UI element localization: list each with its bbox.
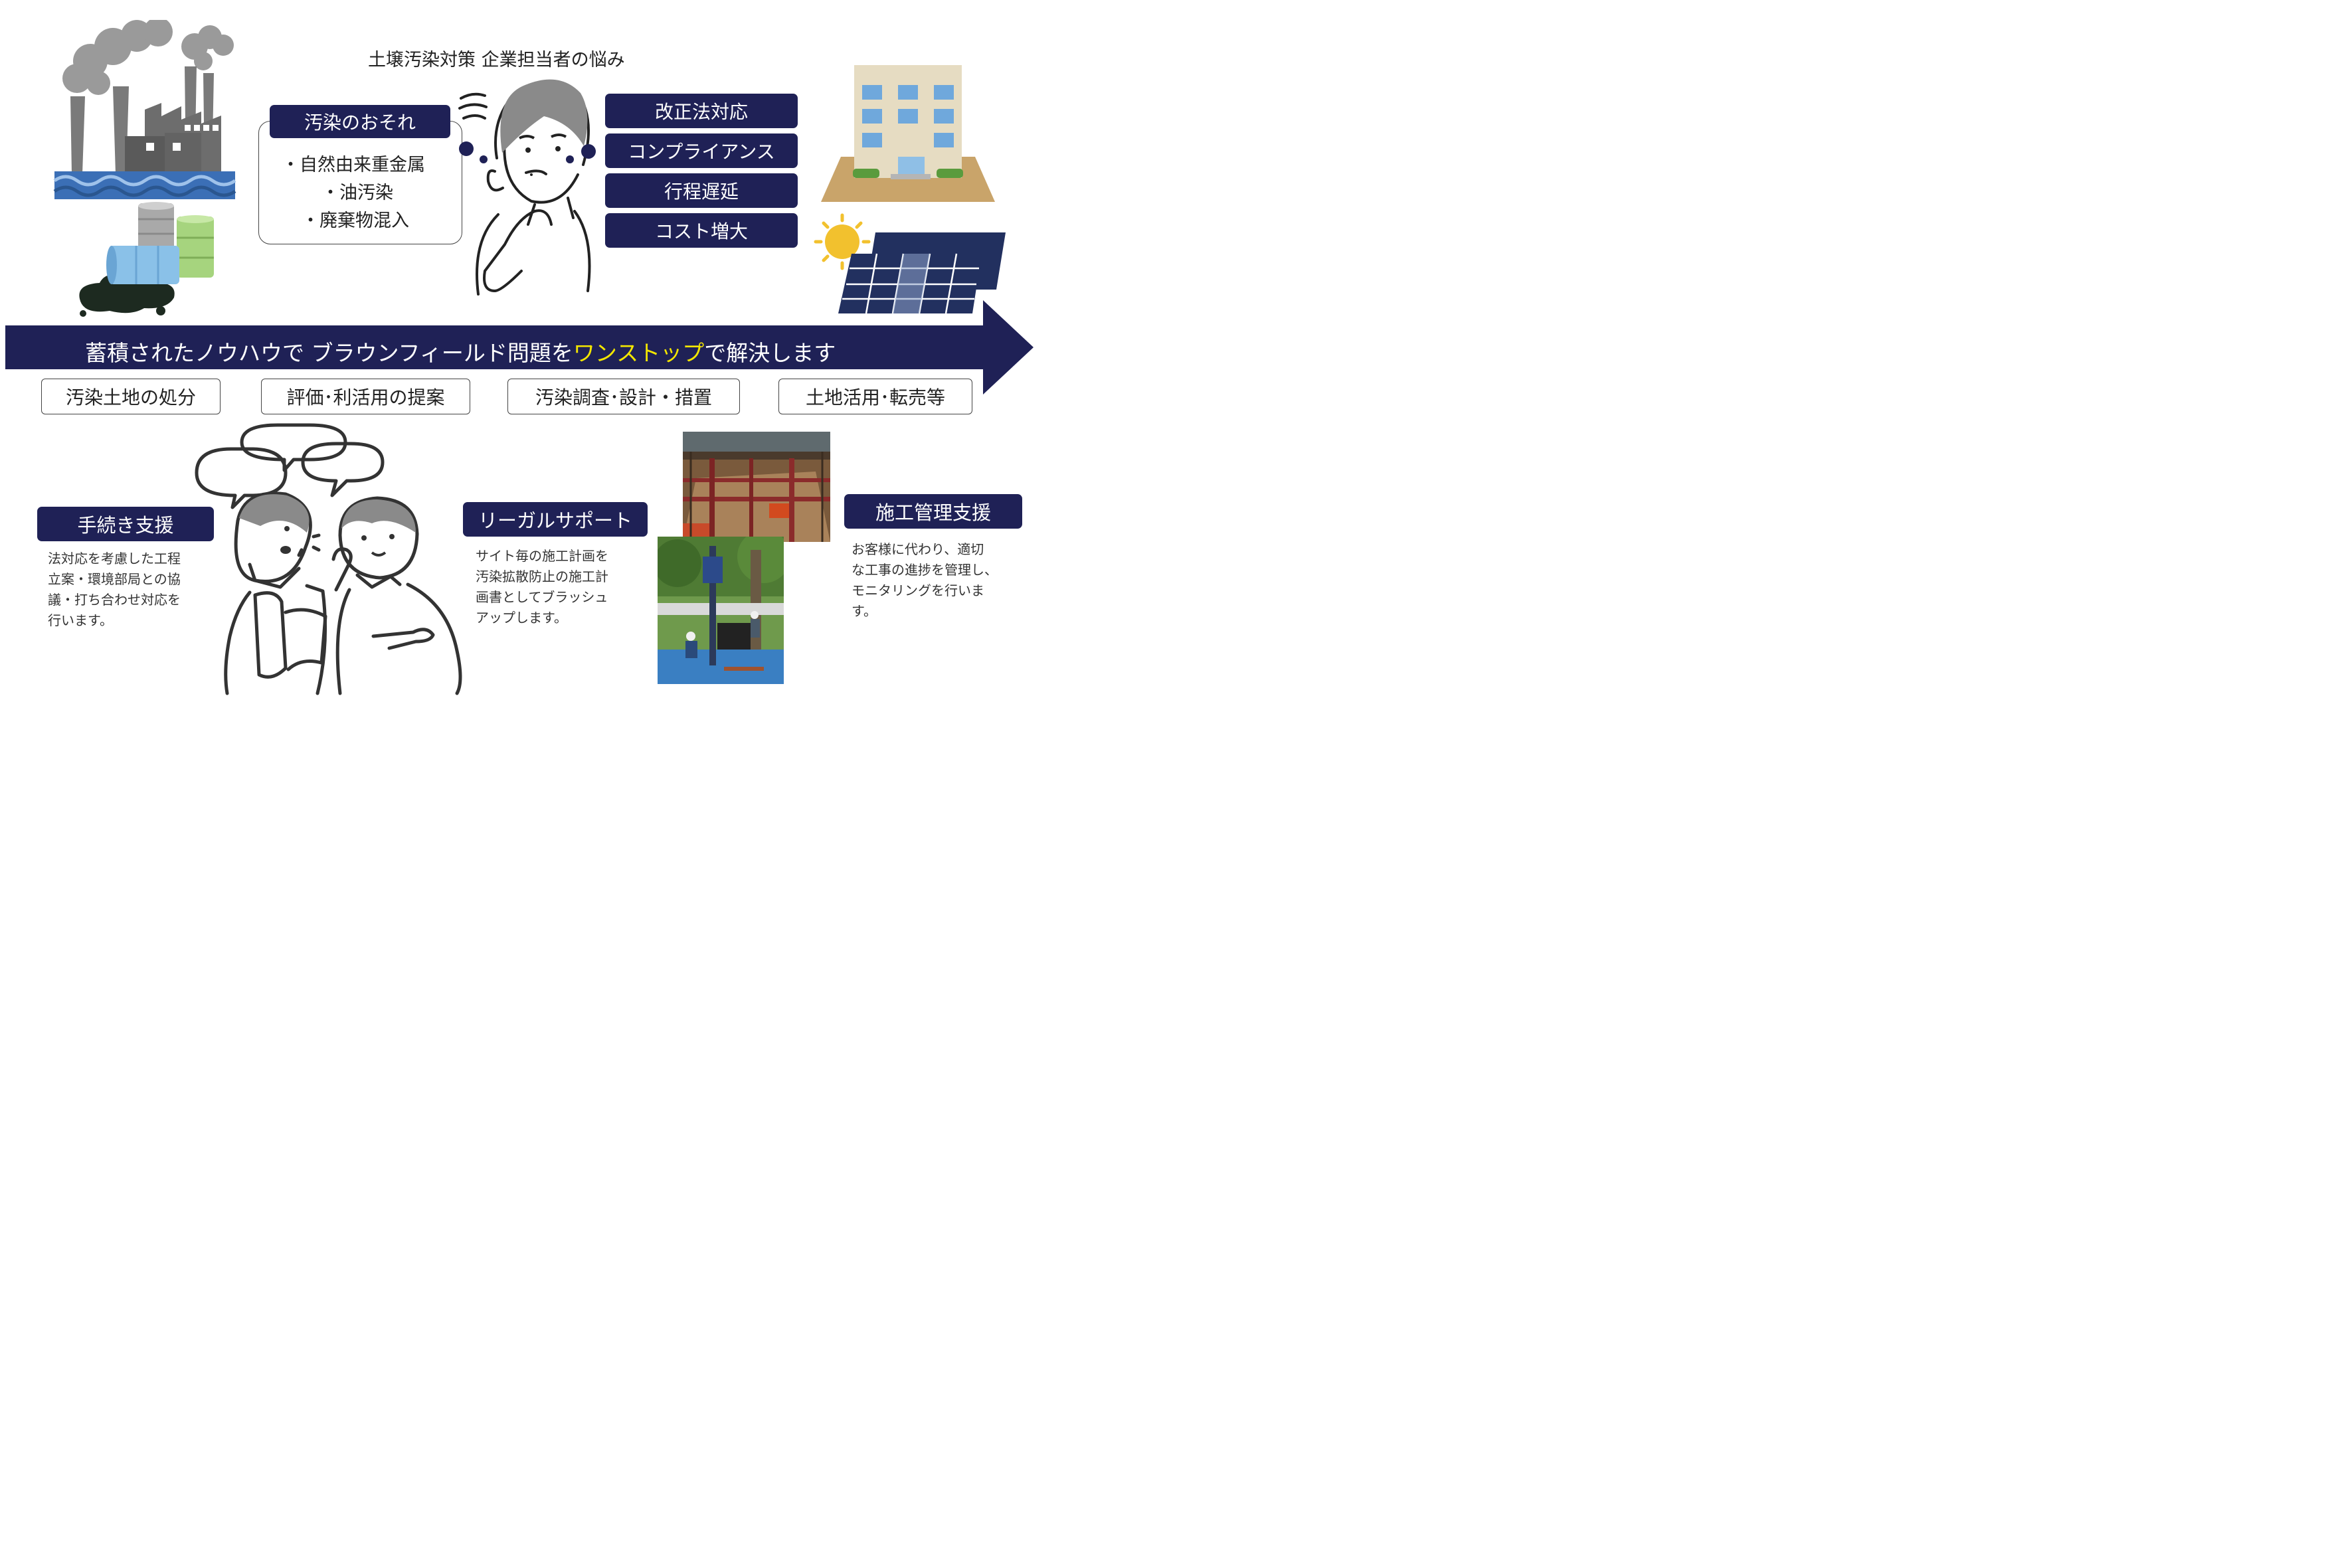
drilling-photo [658,537,784,684]
support-label: リーガルサポート [463,502,648,537]
service-label: 評価･利活用の提案 [261,379,470,414]
concern-header: 汚染のおそれ [270,105,450,138]
issue-badge: コスト増大 [605,213,798,248]
support-desc: サイト毎の施工計画を 汚染拡散防止の施工計 画書としてブラッシュ アップします。 [476,548,608,626]
support-label: 手続き支援 [37,507,214,541]
concern-box [258,121,462,244]
concern-item: ・自然由来重金属 [282,155,425,175]
service-label: 汚染土地の処分 [41,379,221,414]
issue-badge: 改正法対応 [605,94,798,128]
issue-badge: 行程遅延 [605,173,798,208]
support-desc: お客様に代わり、適切 な工事の進捗を管理し、 モニタリングを行いま す。 [852,541,998,619]
talking-people-icon [195,423,462,695]
service-label: 汚染調査･設計・措置 [507,379,740,414]
support-label: 施工管理支援 [844,494,1022,529]
factory-icon [53,20,236,199]
issue-badge: コンプライアンス [605,133,798,168]
banner-arrow [5,300,1034,394]
banner-text-after: で解決します [704,340,836,366]
building-icon [821,65,995,202]
diagram-canvas: 土壌汚染対策 企業担当者の悩み 汚染のおそれ ・自然由来重金属 ・油汚染 ・廃棄… [0,0,1041,700]
service-label: 土地活用･転売等 [778,379,972,414]
worried-man-icon [458,79,591,296]
banner-text-before: 蓄積されたノウハウで ブラウンフィールド問題を [85,340,573,366]
concern-item: ・廃棄物混入 [302,211,409,231]
drums-icon [79,202,214,317]
banner-text: 蓄積されたノウハウで ブラウンフィールド問題をワンストップで解決します [85,335,836,367]
support-desc: 法対応を考慮した工程 立案・環境部局との協 議・打ち合わせ対応を 行います。 [48,551,181,628]
concern-item: ・油汚染 [321,183,393,203]
page-title: 土壌汚染対策 企業担当者の悩み [368,50,625,70]
solar-panel-icon [814,213,1006,314]
thought-dots-icon [459,141,596,163]
banner-highlight: ワンストップ [573,340,705,366]
excavation-photo [683,432,830,542]
